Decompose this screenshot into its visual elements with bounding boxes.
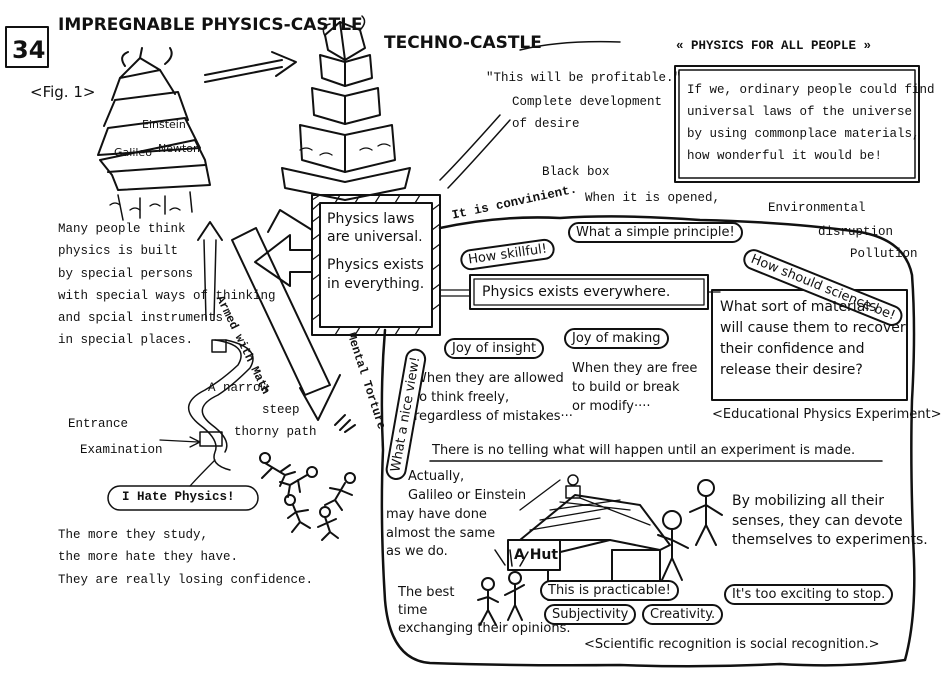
- laws-box-text: Physics laws are universal. Physics exis…: [327, 210, 424, 293]
- thorny-path-label: thorny path: [234, 425, 317, 439]
- hut-label: A Hut: [514, 547, 559, 563]
- left-line: with special ways of thinking: [58, 288, 276, 303]
- joy-of-making-pill: Joy of making: [564, 328, 669, 349]
- castle-label-galileo: Galileo: [114, 146, 152, 159]
- quote-box-frame: [674, 65, 920, 183]
- recognition-caption: <Scientific recognition is social recogn…: [584, 637, 880, 652]
- allowed-text: When they are allowed to think freely, r…: [414, 370, 573, 427]
- castle-label-newton: Newton: [158, 142, 201, 155]
- techno-castle-title: TECHNO-CASTLE: [384, 33, 542, 53]
- pollution-text: Pollution: [850, 247, 918, 261]
- actually-line: Actually,: [408, 469, 465, 484]
- narrow-label: A narrow: [208, 381, 269, 395]
- mobilizing-line: themselves to experiments.: [732, 532, 928, 549]
- of-desire-text: of desire: [512, 117, 580, 131]
- world-boundary: [380, 215, 916, 668]
- joy-of-insight-pill: Joy of insight: [444, 338, 545, 359]
- entrance-label: Entrance: [68, 417, 129, 431]
- left-line: by special persons: [58, 266, 194, 281]
- figure-label: <Fig. 1>: [30, 83, 96, 101]
- materials-line: What sort of materials: [720, 299, 877, 315]
- quote-box-text: If we, ordinary people could find univer…: [687, 80, 935, 168]
- left-line: and spcial instruments: [58, 311, 224, 325]
- examination-label: Examination: [80, 443, 163, 457]
- castle-arrow: [204, 59, 283, 76]
- actually-line: may have done: [386, 506, 487, 522]
- free-text: When they are free to build or break or …: [572, 360, 697, 417]
- best-time-line: time: [398, 603, 428, 619]
- when-opened-text: When it is opened,: [585, 191, 721, 205]
- page-title: IMPREGNABLE PHYSICS-CASTLE: [58, 15, 363, 35]
- actually-text: Actually, Galileo or Einstein may have d…: [386, 468, 526, 562]
- hate-physics-label: I Hate Physics!: [122, 490, 235, 504]
- profitable-quote: "This will be profitable.": [486, 71, 682, 85]
- free-line: or modify····: [572, 398, 651, 414]
- page-number: 34: [12, 36, 46, 64]
- best-time-line: The best: [398, 585, 455, 600]
- materials-line: will cause them to recover: [720, 320, 906, 336]
- free-line: to build or break: [572, 379, 680, 395]
- left-line: Many people think: [58, 222, 186, 236]
- laws-box-frame: [311, 194, 441, 336]
- left-line: physics is built: [58, 244, 179, 259]
- hollow-arrow: [254, 234, 313, 287]
- physics-castle-drawing: [97, 47, 211, 221]
- actually-line: almost the same: [386, 525, 496, 541]
- materials-line: their confidence and: [720, 341, 865, 357]
- mobilizing-text: By mobilizing all their senses, they can…: [732, 492, 928, 551]
- exists-everywhere-text: Physics exists everywhere.: [482, 284, 671, 300]
- allowed-line: regardless of mistakes···: [414, 408, 573, 424]
- left-line: in special places.: [58, 333, 194, 348]
- black-box-text: Black box: [542, 165, 610, 179]
- steep-label: steep: [262, 403, 300, 417]
- actually-line: as we do.: [386, 544, 448, 560]
- quote-line: by using commonplace materials,: [687, 126, 920, 141]
- laws-line: Physics laws: [327, 211, 415, 227]
- materials-question: What sort of materials will cause them t…: [720, 297, 906, 381]
- math-band: [231, 227, 331, 396]
- page-number-box: [5, 26, 49, 68]
- allowed-line: When they are allowed: [414, 371, 564, 386]
- castle-label-einstein: Einstein: [142, 118, 186, 131]
- environmental-text: Environmental: [768, 201, 866, 215]
- bottom-left-line: the more hate they have.: [58, 550, 239, 565]
- left-description: Many people think physics is built by sp…: [58, 218, 276, 352]
- complete-development-text: Complete development: [512, 95, 663, 109]
- creativity-pill: Creativity.: [642, 604, 724, 625]
- free-line: When they are free: [572, 361, 698, 376]
- educational-experiment-caption: <Educational Physics Experiment>: [712, 407, 942, 422]
- allowed-line: to think freely,: [414, 389, 510, 405]
- mobilizing-line: By mobilizing all their: [732, 493, 884, 509]
- hate-physics-frame: [107, 485, 259, 511]
- practicable-pill: This is practicable!: [540, 580, 679, 601]
- winding-path: [188, 339, 242, 471]
- best-time-text: The best time exchanging their opinions.: [398, 584, 571, 639]
- falling-figures: [259, 414, 356, 541]
- no-telling-text: There is no telling what will happen unt…: [432, 443, 856, 458]
- bottom-left-text: The more they study, the more hate they …: [58, 524, 313, 591]
- laws-line: in everything.: [327, 275, 425, 292]
- quote-line: If we, ordinary people could find: [687, 83, 935, 97]
- mobilizing-line: senses, they can devote: [732, 512, 903, 529]
- materials-line: release their desire?: [720, 362, 863, 378]
- laws-line: are universal.: [327, 229, 423, 246]
- actually-line: Galileo or Einstein: [408, 487, 527, 503]
- bottom-left-line: The more they study,: [58, 528, 209, 542]
- physics-for-all-heading: « PHYSICS FOR ALL PEOPLE »: [676, 39, 872, 53]
- bottom-left-line: They are really losing confidence.: [58, 572, 314, 587]
- techno-castle-drawing: [281, 15, 411, 201]
- hut-people: [477, 479, 723, 626]
- quote-line: universal laws of the universe: [687, 104, 913, 119]
- exciting-pill: It's too exciting to stop.: [724, 584, 894, 605]
- hut-drawing: [507, 474, 671, 601]
- disruption-text: disruption: [818, 225, 894, 239]
- quote-line: how wonderful it would be!: [687, 148, 883, 163]
- subjectivity-pill: Subjectivity: [544, 604, 637, 625]
- simple-principle-pill: What a simple principle!: [568, 222, 743, 243]
- laws-line: Physics exists: [327, 257, 424, 274]
- best-time-line: exchanging their opinions.: [398, 621, 571, 637]
